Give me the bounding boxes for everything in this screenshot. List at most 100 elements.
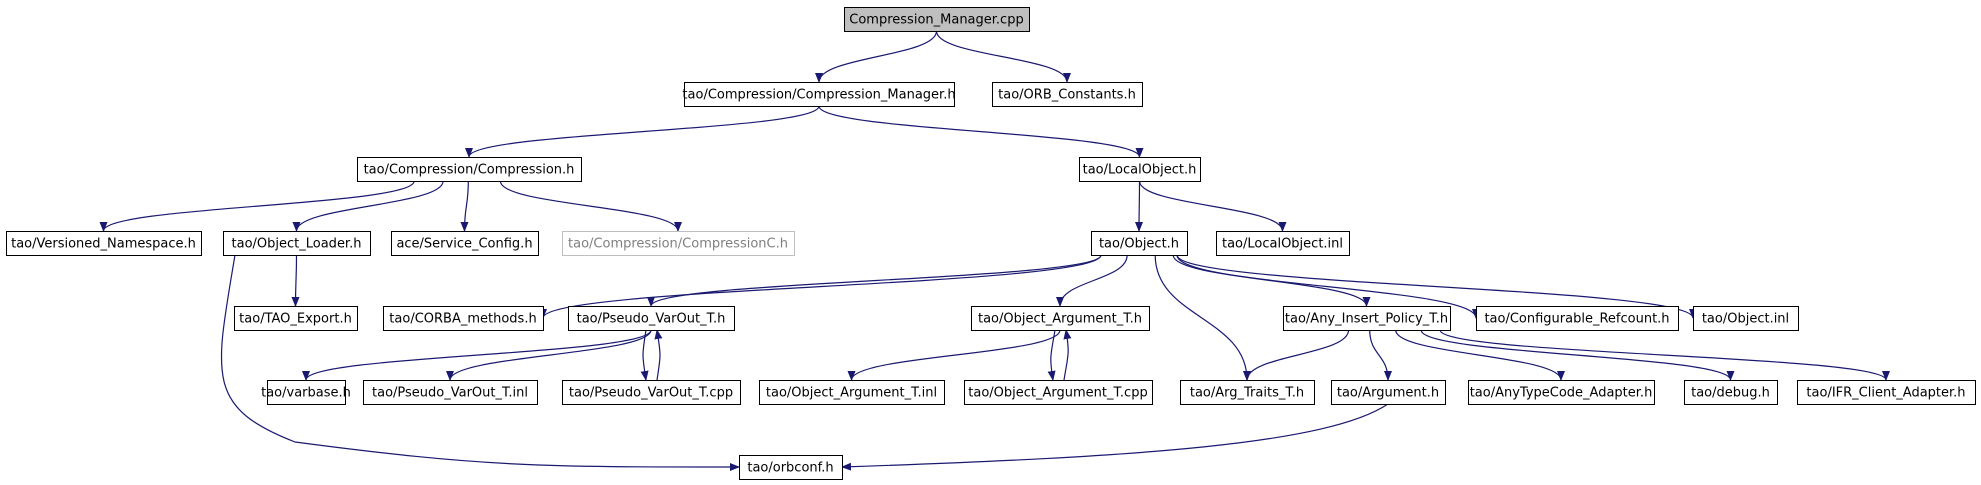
node-box: [1091, 231, 1188, 256]
node-tao-arg-traits-t-h[interactable]: tao/Arg_Traits_T.h: [1180, 380, 1315, 405]
node-tao-corba-methods-h[interactable]: tao/CORBA_methods.h: [383, 306, 544, 331]
node-box: [1476, 306, 1679, 331]
node-box: [234, 306, 358, 331]
node-label: tao/AnyTypeCode_Adapter.h: [1470, 386, 1653, 401]
node-tao-compression-compressionc-h[interactable]: tao/Compression/CompressionC.h: [562, 231, 795, 256]
edge-tao-any-insert-policy-t-h-to-tao-debug-h: [1420, 329, 1735, 381]
node-box: [971, 306, 1150, 331]
node-box: [964, 380, 1153, 405]
node-label: tao/Object.h: [1099, 237, 1179, 252]
node-label: tao/ORB_Constants.h: [998, 88, 1136, 103]
edge-tao-object-loader-h-to-tao-orbconf-h: [220, 254, 740, 471]
node-box: [267, 380, 346, 405]
node-tao-tao-export-h[interactable]: tao/TAO_Export.h: [234, 306, 358, 331]
node-tao-compression-compression-manager-h[interactable]: tao/Compression/Compression_Manager.h: [682, 82, 956, 107]
node-tao-pseudo-varout-t-inl[interactable]: tao/Pseudo_VarOut_T.inl: [363, 380, 538, 405]
node-tao-object-argument-t-h[interactable]: tao/Object_Argument_T.h: [971, 306, 1150, 331]
node-tao-object-argument-t-inl[interactable]: tao/Object_Argument_T.inl: [759, 380, 945, 405]
node-box: [844, 7, 1030, 32]
node-box: [562, 380, 741, 405]
edge-tao-object-loader-h-to-tao-tao-export-h: [291, 254, 300, 307]
node-label: tao/Object_Argument_T.cpp: [968, 386, 1147, 401]
node-tao-anytypecode-adapter-h[interactable]: tao/AnyTypeCode_Adapter.h: [1468, 380, 1655, 405]
edge-tao-pseudo-varout-t-h-to-tao-pseudo-varout-t-inl: [446, 329, 652, 381]
node-label: tao/Compression/Compression.h: [364, 163, 575, 178]
node-label: tao/Arg_Traits_T.h: [1190, 386, 1304, 401]
edge-tao-pseudo-varout-t-h-to-tao-varbase-h: [302, 329, 652, 381]
node-tao-object-argument-t-cpp[interactable]: tao/Object_Argument_T.cpp: [964, 380, 1153, 405]
node-label: tao/Pseudo_VarOut_T.h: [577, 312, 726, 327]
node-tao-object-h[interactable]: tao/Object.h: [1091, 231, 1188, 256]
edge-tao-any-insert-policy-t-h-to-tao-arg-traits-t-h: [1243, 329, 1350, 381]
node-tao-ifr-client-adapter-h[interactable]: tao/IFR_Client_Adapter.h: [1797, 380, 1976, 405]
edge-tao-localobject-h-to-tao-localobject-inl: [1138, 180, 1287, 232]
node-box: [759, 380, 945, 405]
node-tao-object-inl[interactable]: tao/Object.inl: [1693, 306, 1799, 331]
node-box: [391, 231, 539, 256]
node-tao-localobject-inl[interactable]: tao/LocalObject.inl: [1216, 231, 1350, 256]
node-tao-localobject-h[interactable]: tao/LocalObject.h: [1079, 157, 1201, 182]
edge-compression-manager-cpp-to-tao-compression-compression-manager-h: [815, 30, 938, 83]
node-tao-configurable-refcount-h[interactable]: tao/Configurable_Refcount.h: [1476, 306, 1679, 331]
node-tao-compression-compression-h[interactable]: tao/Compression/Compression.h: [357, 157, 582, 182]
edge-tao-object-h-to-tao-configurable-refcount-h: [1176, 254, 1480, 319]
node-tao-debug-h[interactable]: tao/debug.h: [1684, 380, 1778, 405]
edge-tao-any-insert-policy-t-h-to-tao-anytypecode-adapter-h: [1395, 329, 1565, 381]
node-label: tao/IFR_Client_Adapter.h: [1806, 386, 1965, 401]
edge-tao-object-argument-t-h-to-tao-object-argument-t-inl: [847, 329, 1061, 381]
node-label: tao/Compression/Compression_Manager.h: [682, 88, 955, 103]
nodes-layer: Compression_Manager.cpp tao/Compression/C…: [6, 7, 1976, 480]
node-label: tao/Pseudo_VarOut_T.inl: [372, 386, 528, 401]
node-label: tao/orbconf.h: [747, 461, 833, 476]
node-label: tao/Object_Argument_T.inl: [766, 386, 937, 401]
node-box: [1079, 157, 1201, 182]
node-label: tao/Object_Argument_T.h: [978, 312, 1142, 327]
node-label: tao/Object.inl: [1702, 312, 1789, 327]
edges-layer: [99, 30, 1890, 471]
node-ace-service-config-h[interactable]: ace/Service_Config.h: [391, 231, 539, 256]
node-label: tao/CORBA_methods.h: [389, 312, 536, 327]
edge-tao-object-argument-t-h-to-tao-object-argument-t-cpp: [1047, 329, 1056, 381]
edge-tao-compression-compression-h-to-tao-compression-compressionc-h: [499, 180, 682, 232]
node-box: [223, 231, 371, 256]
edge-compression-manager-cpp-to-tao-orb-constants-h: [935, 30, 1071, 83]
node-tao-versioned-namespace-h[interactable]: tao/Versioned_Namespace.h: [6, 231, 202, 256]
node-tao-any-insert-policy-t-h[interactable]: tao/Any_Insert_Policy_T.h: [1283, 306, 1451, 331]
node-label: tao/LocalObject.h: [1083, 163, 1197, 178]
node-box: [357, 157, 582, 182]
node-box: [1797, 380, 1976, 405]
node-tao-argument-h[interactable]: tao/Argument.h: [1331, 380, 1446, 405]
edge-tao-any-insert-policy-t-h-to-tao-ifr-client-adapter-h: [1439, 329, 1890, 381]
node-tao-pseudo-varout-t-cpp[interactable]: tao/Pseudo_VarOut_T.cpp: [562, 380, 741, 405]
node-box: [568, 306, 735, 331]
node-label: tao/LocalObject.inl: [1222, 237, 1343, 252]
node-box: [1283, 306, 1451, 331]
edge-tao-compression-compression-manager-h-to-tao-compression-compression-h: [465, 105, 820, 158]
node-tao-orbconf-h[interactable]: tao/orbconf.h: [739, 455, 843, 480]
node-label: tao/varbase.h: [261, 386, 351, 401]
node-tao-object-loader-h[interactable]: tao/Object_Loader.h: [223, 231, 371, 256]
edge-tao-object-h-to-tao-arg-traits-t-h: [1154, 254, 1251, 381]
node-box: [562, 231, 795, 256]
node-box: [363, 380, 538, 405]
edge-tao-pseudo-varout-t-h-to-tao-pseudo-varout-t-cpp: [640, 329, 649, 381]
node-tao-varbase-h[interactable]: tao/varbase.h: [261, 380, 351, 405]
edge-tao-argument-h-to-tao-orbconf-h: [841, 403, 1389, 471]
node-box: [684, 82, 955, 107]
node-compression-manager-cpp[interactable]: Compression_Manager.cpp: [844, 7, 1030, 32]
node-label: Compression_Manager.cpp: [849, 13, 1023, 28]
edge-tao-any-insert-policy-t-h-to-tao-argument-h: [1369, 329, 1392, 381]
node-tao-orb-constants-h[interactable]: tao/ORB_Constants.h: [992, 82, 1143, 107]
node-tao-pseudo-varout-t-h[interactable]: tao/Pseudo_VarOut_T.h: [568, 306, 735, 331]
node-box: [992, 82, 1143, 107]
node-label: tao/debug.h: [1691, 386, 1770, 401]
edge-tao-compression-compression-h-to-ace-service-config-h: [460, 180, 469, 232]
node-box: [1180, 380, 1315, 405]
node-box: [1331, 380, 1446, 405]
edge-tao-compression-compression-h-to-tao-versioned-namespace-h: [99, 180, 415, 232]
node-label: tao/Any_Insert_Policy_T.h: [1285, 312, 1448, 327]
edge-tao-object-h-to-tao-pseudo-varout-t-h: [647, 254, 1102, 307]
node-box: [383, 306, 544, 331]
edge-tao-pseudo-varout-t-cpp-to-tao-pseudo-varout-t-h: [654, 329, 663, 381]
